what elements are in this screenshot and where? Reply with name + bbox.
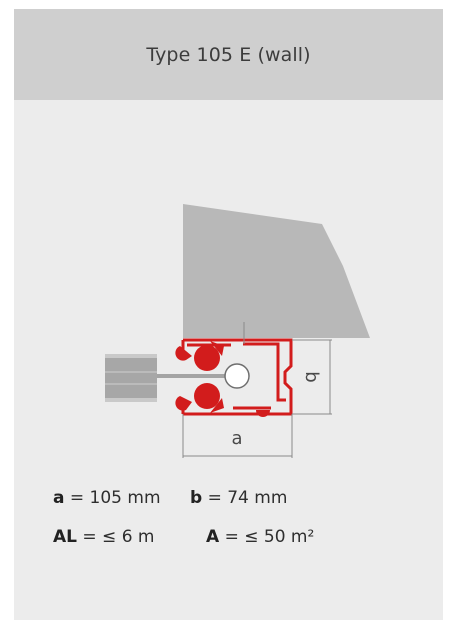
spec-a-label: a [53, 488, 65, 508]
lower-roller-icon [175, 383, 224, 413]
spec-al-label: AL [53, 527, 77, 547]
spec-al: AL = ≤ 6 m [53, 527, 154, 547]
bottom-clip-icon [256, 410, 270, 417]
dimension-a [182, 414, 293, 458]
dimension-a-label: a [231, 428, 242, 449]
spec-area-label: A [206, 527, 220, 547]
grey-rail-profile [105, 354, 225, 402]
spec-area-value: = ≤ 50 m² [224, 527, 315, 547]
spec-b-label: b [190, 488, 203, 508]
wall-shape [183, 204, 370, 338]
dimension-b [292, 339, 332, 415]
card-title: Type 105 E (wall) [146, 43, 311, 66]
drive-axle-icon [224, 363, 250, 389]
spec-b-value: = 74 mm [207, 488, 288, 508]
card-header: Type 105 E (wall) [14, 9, 443, 100]
product-card: Type 105 E (wall) [14, 9, 443, 620]
dimension-b-label: b [301, 371, 322, 382]
upper-roller-icon [175, 341, 224, 371]
spec-a: a = 105 mm [53, 488, 161, 508]
spec-a-value: = 105 mm [69, 488, 161, 508]
spec-al-value: = ≤ 6 m [82, 527, 155, 547]
spec-area: A = ≤ 50 m² [206, 527, 314, 547]
spec-b: b = 74 mm [190, 488, 287, 508]
